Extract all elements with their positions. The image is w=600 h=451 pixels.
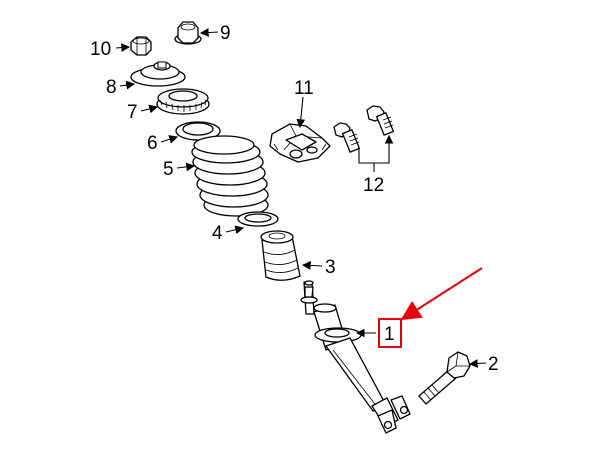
shock-absorber-part-1 — [300, 280, 411, 434]
callout-11: 11 — [294, 78, 314, 99]
highlight-callout-1 — [378, 267, 483, 348]
callout-5: 5 — [163, 159, 174, 180]
callout-4: 4 — [212, 223, 223, 244]
hex-nut-part-10 — [130, 36, 152, 56]
bracket-part-11 — [269, 123, 331, 163]
flange-nut-part-9 — [174, 21, 202, 45]
bump-stop-part-3 — [260, 230, 301, 281]
strut-bearing-part-7 — [156, 88, 210, 115]
callout-9: 9 — [220, 23, 231, 44]
spring-insulator-part-4 — [237, 211, 279, 227]
callout-6: 6 — [147, 133, 158, 154]
callout-12: 12 — [363, 175, 384, 196]
callout-8: 8 — [106, 77, 117, 98]
bolt-part-12-a — [333, 122, 361, 153]
callout-3: 3 — [325, 257, 336, 278]
leader-lines — [115, 28, 487, 368]
callout-10: 10 — [90, 39, 111, 60]
bolt-part-12-b — [366, 105, 395, 136]
callout-labels: 10 9 8 7 6 5 4 3 11 12 1 2 — [90, 23, 499, 375]
bolt-part-2 — [418, 351, 471, 405]
coil-spring-part-5 — [191, 135, 269, 217]
callout-2: 2 — [488, 354, 499, 375]
spring-seat-part-6 — [175, 121, 221, 141]
highlight-arrow — [400, 267, 483, 321]
mount-plate-part-8 — [130, 61, 186, 87]
callout-1: 1 — [384, 324, 395, 345]
callout-7: 7 — [127, 102, 138, 123]
highlight-box — [378, 318, 402, 348]
